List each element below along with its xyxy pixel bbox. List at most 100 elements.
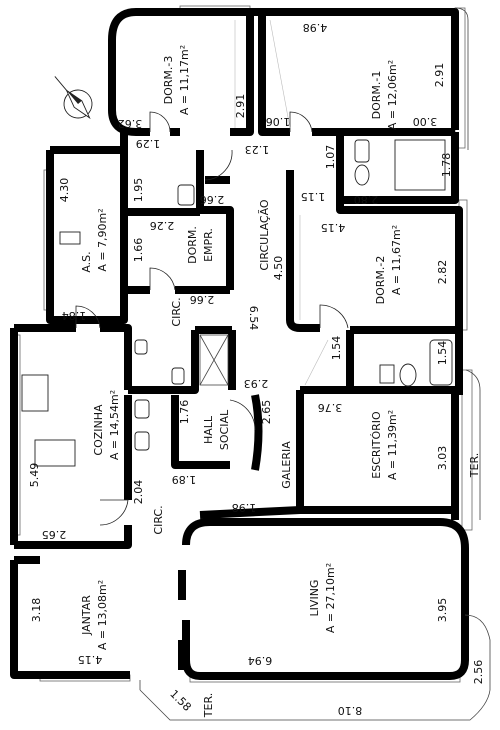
door-circ[interactable] bbox=[204, 149, 233, 181]
dim-178: 1.78 bbox=[440, 153, 453, 178]
terrace-right bbox=[465, 369, 481, 520]
dim-318: 3.18 bbox=[30, 598, 43, 623]
wall-cozinha-top bbox=[14, 324, 132, 390]
stove-cozinha bbox=[34, 439, 76, 467]
dim-226: 2.26 bbox=[150, 219, 175, 232]
dim-430: 4.30 bbox=[58, 178, 71, 203]
room-name-living: LIVING bbox=[308, 580, 321, 617]
wall-dorm3-left bbox=[108, 8, 150, 136]
sink-bath2 bbox=[379, 364, 395, 384]
room-name-jantar: JANTAR bbox=[80, 595, 93, 636]
door-as[interactable] bbox=[75, 305, 101, 329]
dim-176: 1.76 bbox=[178, 400, 191, 425]
dim-498: 4.98 bbox=[303, 21, 328, 34]
room-area-dorm2: A = 11,67m² bbox=[390, 225, 403, 295]
room-area-living: A = 27,10m² bbox=[324, 563, 337, 633]
dim-166: 1.66 bbox=[132, 238, 145, 263]
room-name-cozinha: COZINHA bbox=[92, 404, 105, 456]
dimension-labels: 4.98 2.91 3.62 2.91 1.06 3.00 1.29 1.23 … bbox=[28, 21, 485, 717]
dim-129: 1.29 bbox=[136, 137, 161, 150]
room-area-dorm3: A = 11,17m² bbox=[178, 45, 191, 115]
bathtub-2 bbox=[429, 339, 453, 386]
dim-280: 2.80 bbox=[354, 193, 379, 206]
toilet-lavabo bbox=[134, 339, 148, 355]
wall-galeria-bottom bbox=[199, 506, 301, 519]
compass-icon bbox=[54, 76, 93, 120]
dim-106: 1.06 bbox=[266, 115, 291, 128]
dim-195: 1.95 bbox=[132, 178, 145, 203]
dim-291a: 2.91 bbox=[433, 63, 446, 88]
room-name-dorm3: DORM.-3 bbox=[162, 56, 175, 105]
closets bbox=[234, 19, 329, 386]
toilet-bath2 bbox=[399, 363, 417, 387]
door-hall[interactable] bbox=[229, 399, 256, 431]
room-area-escritorio: A = 11,39m² bbox=[386, 410, 399, 480]
dim-184: 1.84 bbox=[62, 309, 87, 322]
terrace-bottom bbox=[139, 614, 491, 721]
dim-303: 3.03 bbox=[436, 446, 449, 471]
dim-266b: 2.66 bbox=[190, 293, 215, 306]
dim-810: 8.10 bbox=[338, 704, 363, 717]
wall-bath1 bbox=[340, 132, 459, 204]
tank-as bbox=[59, 231, 81, 245]
dim-694: 6.94 bbox=[248, 654, 273, 667]
dim-265b: 2.65 bbox=[42, 528, 67, 541]
wall-dorm2-bottom bbox=[350, 326, 463, 395]
toilet-empr bbox=[177, 184, 195, 206]
dim-189: 1.89 bbox=[172, 473, 197, 486]
dim-654: 6.54 bbox=[247, 306, 260, 331]
dim-549: 5.49 bbox=[28, 463, 41, 488]
dim-266a: 2.66 bbox=[200, 193, 225, 206]
terraces bbox=[139, 7, 491, 721]
dim-107: 1.07 bbox=[324, 145, 337, 170]
dim-300: 3.00 bbox=[413, 115, 438, 128]
room-name-ter-right: TER. bbox=[468, 453, 481, 478]
door-dorm3[interactable] bbox=[149, 111, 171, 133]
door-dorm2[interactable] bbox=[319, 304, 349, 329]
dim-395: 3.95 bbox=[436, 598, 449, 623]
doors bbox=[75, 111, 349, 526]
room-name-escritorio: ESCRITÓRIO bbox=[370, 411, 383, 479]
dim-265a: 2.65 bbox=[260, 400, 273, 425]
room-name-galeria: GALERIA bbox=[280, 441, 293, 489]
wall-dorm3-bottom bbox=[170, 12, 254, 136]
dim-158: 1.58 bbox=[167, 687, 194, 714]
room-area-dorm1: A = 12,06m² bbox=[386, 60, 399, 130]
room-name-hall-1: HALL bbox=[202, 415, 215, 444]
room-name-hall-2: SOCIAL bbox=[218, 409, 231, 450]
dim-293: 2.93 bbox=[244, 377, 269, 390]
dim-376: 3.76 bbox=[318, 401, 343, 414]
window-ter-right bbox=[461, 369, 473, 531]
dim-415b: 4.15 bbox=[78, 653, 103, 666]
dim-204: 2.04 bbox=[132, 480, 145, 505]
dim-198: 1.98 bbox=[232, 501, 257, 514]
sink-lavabo2 bbox=[134, 431, 150, 451]
wall-top bbox=[136, 8, 459, 130]
wall-hall-curve bbox=[251, 394, 263, 471]
elevator bbox=[199, 334, 229, 386]
door-dorm1[interactable] bbox=[289, 111, 313, 133]
room-name-dorm2: DORM.-2 bbox=[374, 256, 387, 305]
walls bbox=[10, 8, 469, 680]
door-cozinha[interactable] bbox=[99, 499, 129, 526]
wall-lavabo bbox=[128, 330, 199, 394]
sink-lavabo bbox=[171, 367, 185, 385]
room-name-circulacao: CIRCULAÇÃO bbox=[258, 199, 271, 270]
room-name-circ-top: CIRC. bbox=[170, 297, 183, 326]
wall-dorm2-left bbox=[286, 170, 320, 332]
door-empr[interactable] bbox=[149, 267, 176, 291]
room-name-dorm1: DORM.-1 bbox=[370, 71, 383, 120]
sink-bath1 bbox=[354, 164, 370, 186]
dim-450: 4.50 bbox=[272, 256, 285, 281]
room-name-circ-bottom: CIRC. bbox=[152, 505, 165, 534]
wall-empr bbox=[124, 208, 230, 294]
sink-cozinha bbox=[21, 374, 49, 412]
wall-cozinha-bottom bbox=[14, 525, 132, 549]
dim-154b: 1.54 bbox=[436, 341, 449, 366]
room-area-jantar: A = 13,08m² bbox=[96, 580, 109, 650]
fixtures bbox=[21, 139, 453, 467]
dim-291b: 2.91 bbox=[234, 94, 247, 119]
room-name-ter-bottom: TER. bbox=[202, 693, 215, 718]
toilet-lavabo2 bbox=[134, 399, 150, 419]
